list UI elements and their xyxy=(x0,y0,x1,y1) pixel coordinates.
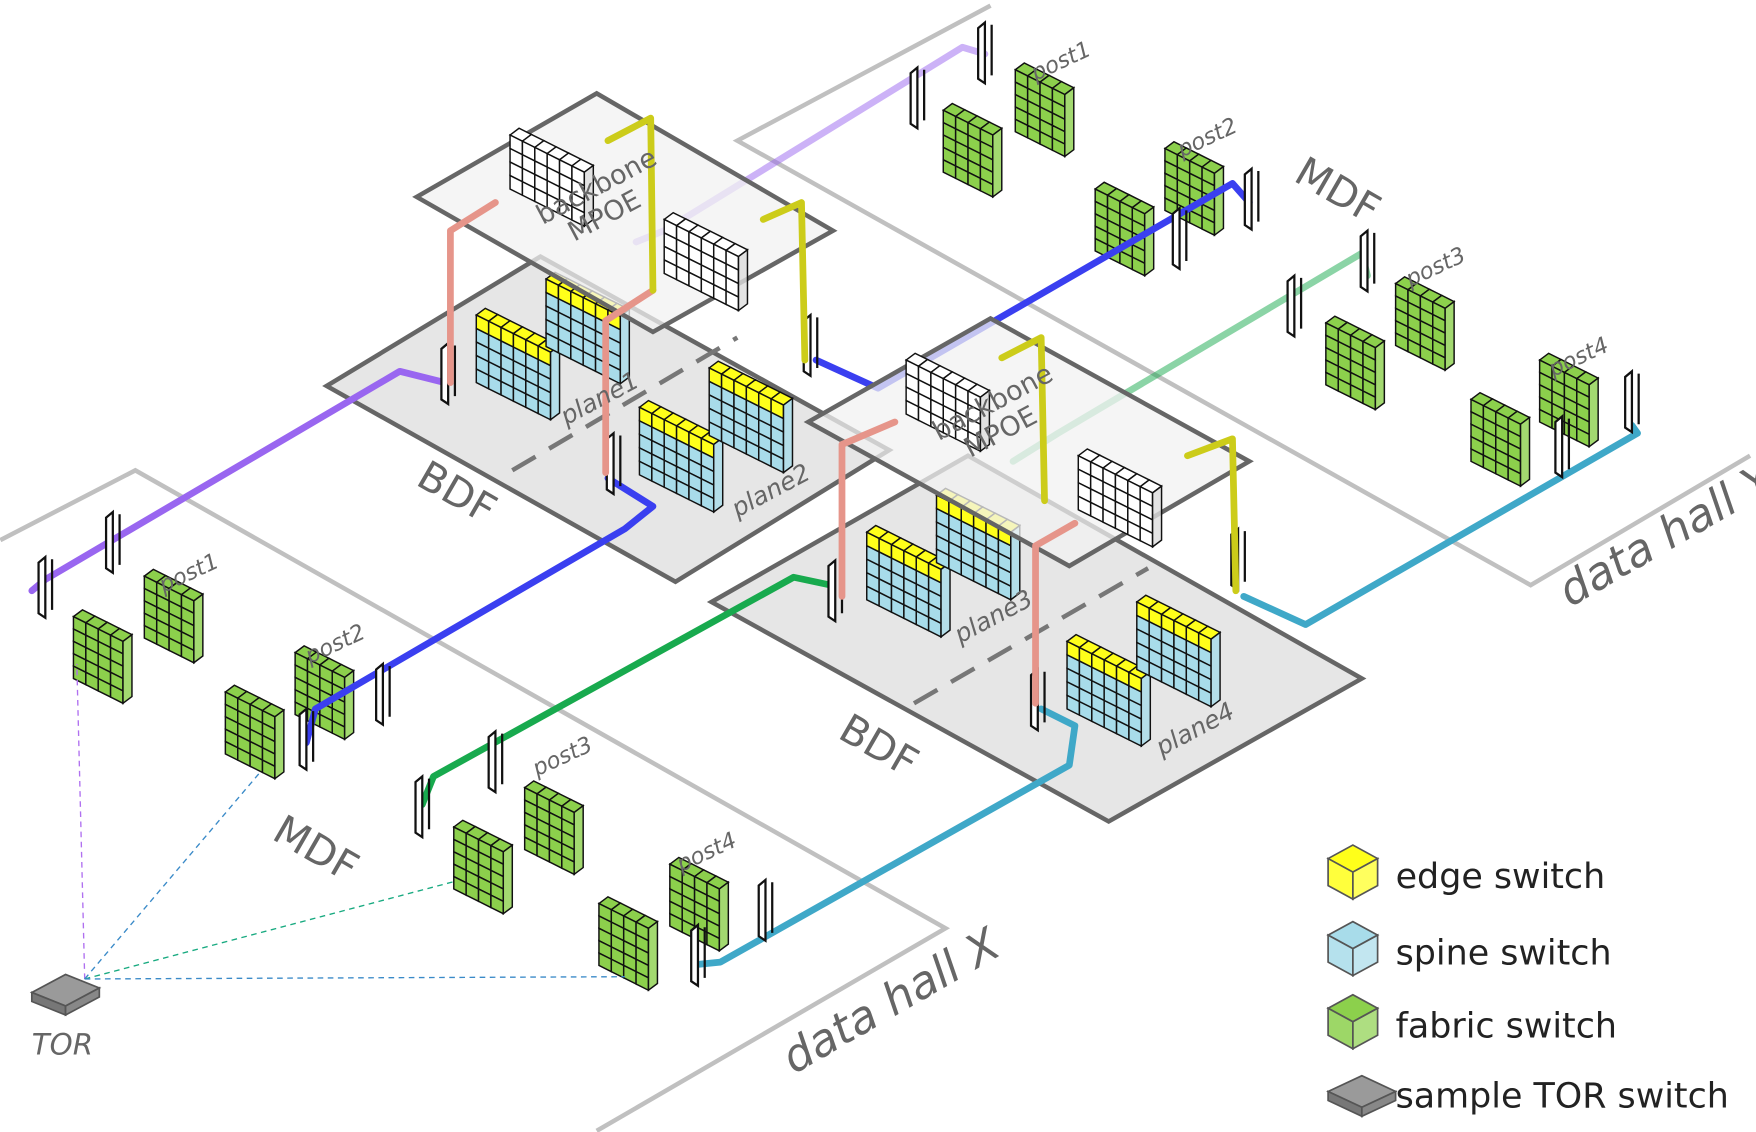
fabric-switch-racks-post3-x-b xyxy=(523,780,585,876)
cable-post-3 xyxy=(375,661,391,727)
fabric-switch-racks-post3-y-b xyxy=(1394,275,1456,372)
cable-post-15 xyxy=(977,20,993,86)
spine-switch-racks-plane4-b xyxy=(1135,594,1222,709)
cable-post-14 xyxy=(909,65,926,131)
green-cube-icon xyxy=(1326,993,1380,1051)
data-hall-x-outline xyxy=(0,467,951,1132)
backbone-racks-mpoe-right-b xyxy=(1076,448,1163,549)
spine-switch-racks-plane1-a xyxy=(474,307,561,422)
backbone-racks-mpoe-right-a xyxy=(904,352,991,453)
legend-item-spine-switch: spine switch xyxy=(1326,920,1612,978)
tor-switch xyxy=(29,663,625,1017)
spine-switch-racks-plane3-b xyxy=(935,487,1022,602)
gray-tor-icon xyxy=(1326,1074,1398,1118)
backbone-link-salmon-1 xyxy=(447,199,499,386)
fabric-switch-racks-post4-y-a xyxy=(1469,391,1531,488)
blue-cube-icon xyxy=(1326,920,1380,978)
svg-text:fabric switch: fabric switch xyxy=(1396,1006,1617,1046)
cable-post-2 xyxy=(298,706,315,772)
backbone-link-salmon-4 xyxy=(1032,519,1079,707)
cable-post-7 xyxy=(757,877,774,943)
post3-label-y: post3 xyxy=(1401,242,1470,293)
yellow-cube-icon xyxy=(1326,844,1380,901)
spine-switch-racks-plane2-a xyxy=(638,399,725,514)
cable-post-16 xyxy=(1171,205,1188,272)
backbone-link-yellow-4 xyxy=(1184,435,1240,595)
plane-divider-right xyxy=(912,566,1150,706)
tor-label: TOR xyxy=(32,1027,93,1061)
backbone-link-salmon-3 xyxy=(838,418,899,600)
fabric-switch-racks-post3-x-a xyxy=(452,819,514,916)
backbone-link-yellow-1 xyxy=(604,114,657,294)
data-hall-x-label: data hall X xyxy=(773,917,1010,1084)
fabric-switch-racks-post1-y-a xyxy=(941,102,1004,199)
fabric-switch-racks-post1-x-a xyxy=(72,609,134,705)
fabric-switch-racks-post1-y-b xyxy=(1013,62,1076,158)
cable-post-1 xyxy=(104,509,121,575)
fabric-switch-racks-post2-x-a xyxy=(223,684,286,781)
cable-post-5 xyxy=(487,729,504,795)
spine-switch-racks-plane2-b xyxy=(707,360,794,475)
data-hall-y-label: data hall Y xyxy=(1549,450,1756,617)
fabric-switch-racks-post3-y-a xyxy=(1324,315,1386,412)
post2-label-y: post2 xyxy=(1172,113,1241,164)
post3-label-x: post3 xyxy=(528,732,597,783)
fabric-switch-racks-post2-y-b xyxy=(1163,140,1225,237)
bdf-label-right: BDF xyxy=(831,704,926,787)
cable-post-17 xyxy=(1243,166,1260,232)
backbone-link-yellow-2 xyxy=(759,199,809,364)
post4-cable-y xyxy=(1240,421,1641,628)
legend-item-fabric-switch: fabric switch xyxy=(1326,993,1617,1051)
spine-switch-racks-plane1-b xyxy=(544,271,631,386)
cable-post-0 xyxy=(37,554,54,620)
post4-cable-x xyxy=(694,705,1079,968)
tor-links xyxy=(76,663,625,980)
fabric-switch-racks-post4-x-a xyxy=(597,895,659,992)
plane-divider-left xyxy=(511,335,739,473)
legend: edge switch spine switch fabric switch s… xyxy=(1326,844,1729,1118)
cable-post-21 xyxy=(1624,368,1640,435)
mdf-label-y: MDF xyxy=(1287,147,1388,233)
legend-item-edge-switch: edge switch xyxy=(1326,844,1606,901)
fabric-switch-racks-post2-y-a xyxy=(1093,181,1156,278)
backbone-racks-mpoe-left-b xyxy=(662,211,749,313)
svg-text:spine switch: spine switch xyxy=(1396,933,1612,973)
post1-label-y: post1 xyxy=(1026,36,1095,87)
svg-text:edge switch: edge switch xyxy=(1396,857,1606,897)
cable-post-19 xyxy=(1359,228,1376,294)
cable-post-6 xyxy=(690,922,706,988)
post2-cable-y xyxy=(812,180,1253,392)
data-hall-y-outline xyxy=(732,3,1752,588)
mdf-label-x: MDF xyxy=(265,805,366,891)
svg-text:sample TOR switch: sample TOR switch xyxy=(1396,1076,1729,1116)
fabric-switch-racks-post1-x-b xyxy=(142,568,205,665)
backbone-link-salmon-2 xyxy=(602,286,657,476)
backbone-link-yellow-3 xyxy=(998,334,1048,505)
legend-item-tor-switch: sample TOR switch xyxy=(1326,1074,1729,1118)
spine-switch-racks-plane4-a xyxy=(1065,633,1152,748)
backbone-racks-mpoe-left-a xyxy=(508,127,595,228)
cable-post-18 xyxy=(1286,273,1303,339)
cable-post-20 xyxy=(1554,413,1571,480)
spine-switch-racks-plane3-a xyxy=(865,524,952,639)
cable-post-4 xyxy=(414,774,431,840)
